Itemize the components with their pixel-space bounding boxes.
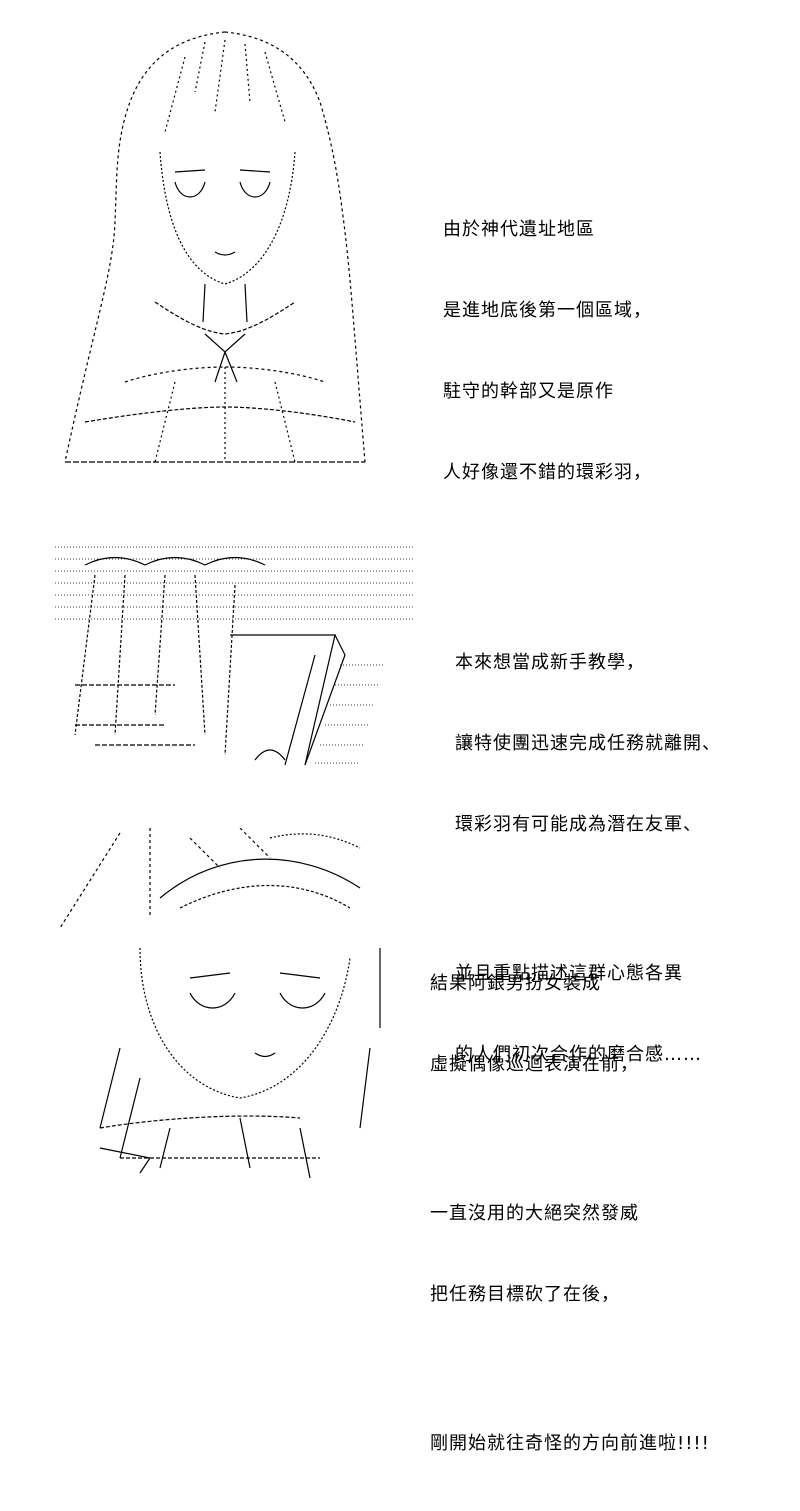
caption-line: 一直沒用的大絕突然發威 [430,1203,639,1224]
caption-line: 駐守的幹部又是原作 [443,381,614,402]
panel-3-caption: 結果阿銀男扮女裝成 虛擬偶像巡迴表演在前， 一直沒用的大絕突然發威 把任務目標砍… [430,916,710,1511]
caption-line: 讓特使團迅速完成任務就離開、 [455,733,721,754]
caption-line: 人好像還不錯的環彩羽， [443,462,652,483]
ascii-crossdresser-portrait-icon [40,828,400,1188]
caption-line: 環彩羽有可能成為潛在友軍、 [455,814,702,835]
paragraph-gap [430,1132,710,1146]
caption-line: 虛擬偶像巡迴表演在前， [430,1054,639,1075]
caption-line: 結果阿銀男扮女裝成 [430,973,601,994]
panel-2: 本來想當成新手教學， 讓特使團迅速完成任務就離開、 環彩羽有可能成為潛在友軍、 … [0,525,800,1065]
panel-1: 由於神代遺址地區 是進地底後第一個區域， 駐守的幹部又是原作 人好像還不錯的環彩… [0,0,800,483]
caption-line: 由於神代遺址地區 [443,219,595,240]
paragraph-gap [430,1362,710,1376]
caption-line: 剛開始就往奇怪的方向前進啦!!!! [430,1433,710,1454]
caption-line: 是進地底後第一個區域， [443,300,652,321]
panel-2-caption: 本來想當成新手教學， 讓特使團迅速完成任務就離開、 環彩羽有可能成為潛在友軍、 … [455,595,721,1122]
caption-line: 的人們初次合作的磨合感…… [455,1044,702,1065]
caption-line: 並且重點描述這群心態各異 [455,963,683,984]
panel-3: 結果阿銀男扮女裝成 虛擬偶像巡迴表演在前， 一直沒用的大絕突然發威 把任務目標砍… [0,820,800,1454]
ascii-group-silhouette-icon [55,535,420,770]
caption-line: 本來想當成新手教學， [455,652,645,673]
panel-1-caption: 由於神代遺址地區 是進地底後第一個區域， 駐守的幹部又是原作 人好像還不錯的環彩… [443,162,652,540]
caption-line: 把任務目標砍了在後， [430,1284,620,1305]
ascii-girl-portrait-icon [55,22,375,472]
